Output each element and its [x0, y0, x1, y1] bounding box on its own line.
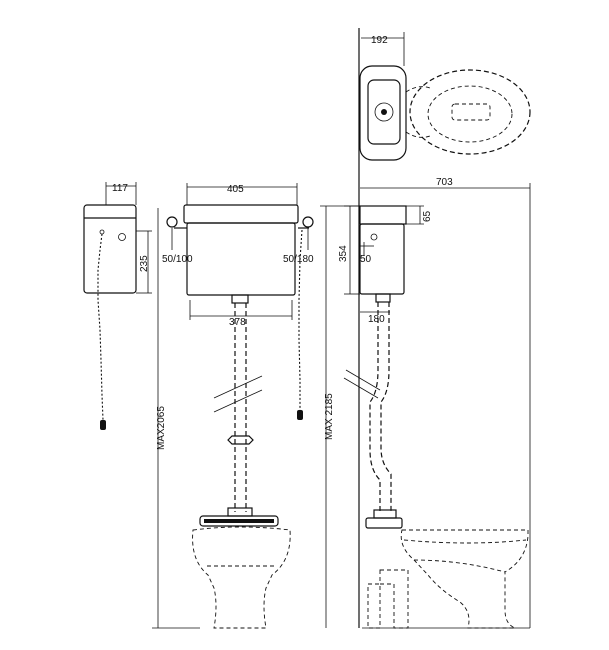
dim-front-outlet: 378	[229, 317, 246, 328]
dim-pull-left: 50/100	[162, 254, 193, 265]
dim-pull-right: 50/180	[283, 254, 314, 265]
dim-profile-height: 354	[338, 245, 349, 262]
profile-view	[320, 183, 531, 629]
dim-profile-max: MAX 2185	[324, 393, 335, 440]
side-view-cistern	[83, 182, 152, 430]
plan-view	[358, 28, 531, 628]
dim-plan-width: 192	[371, 35, 388, 46]
dim-front-max: MAX2065	[156, 406, 167, 450]
dim-side-depth: 117	[112, 183, 128, 194]
dim-front-width: 405	[227, 184, 244, 195]
dim-side-height: 235	[139, 255, 150, 272]
dim-profile-top: 65	[422, 210, 433, 222]
dim-profile-inlet: 50	[360, 254, 372, 265]
front-view	[152, 183, 314, 629]
dim-profile-outlet: 180	[368, 314, 385, 325]
dim-profile-depth: 703	[436, 177, 453, 188]
